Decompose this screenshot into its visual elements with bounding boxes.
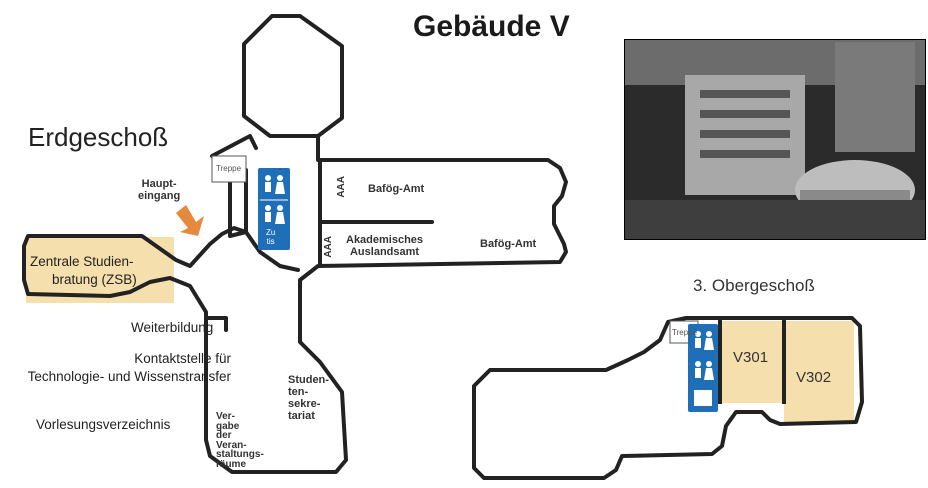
v301-area [722,321,784,403]
building-photo [624,39,926,240]
studentensekretariat-label: Studen- ten- sekre- tariat [288,374,329,422]
v302-area [784,321,854,423]
upper-floor-walls [472,316,864,480]
zsb-area [26,237,174,303]
stair-label: Treppe [216,164,242,173]
bafoeg-top-label: Bafög-Amt [368,183,425,195]
restroom-icon [258,168,290,250]
vergabe-label: Ver- gabe der Veran- staltungs- räume [216,411,264,470]
aaa-top-label: AAA [336,176,347,198]
v301-label: V301 [733,349,769,366]
entrance-arrow-icon [176,205,204,236]
ground-floor-label: Erdgeschoß [28,122,169,152]
zsb-label: Zentrale Studien- bratung (ZSB) [30,254,137,287]
weiterbildung-label: Weiterbildung [131,320,214,335]
akademisches-label: Akademisches Auslandsamt [346,234,424,258]
elevator-label: Zu tis [266,228,276,246]
v302-label: V302 [796,369,832,386]
vorlesungsverzeichnis-label: Vorlesungsverzeichnis [36,417,171,432]
building-title: Gebäude V [413,10,570,43]
kontaktstelle-label: Kontaktstelle für Technologie- und Wisse… [27,351,231,384]
aaa-bottom-label: AAA [323,236,334,258]
entrance-label: Haupt- eingang [138,178,181,202]
ground-floor-walls [22,14,568,474]
restroom-icon-upper [688,324,718,412]
stair-box-ground [211,155,247,183]
upper-stair-label: Treppe [672,328,698,337]
bafoeg-right-label: Bafög-Amt [480,238,537,250]
upper-floor-label: 3. Obergeschoß [693,276,815,295]
